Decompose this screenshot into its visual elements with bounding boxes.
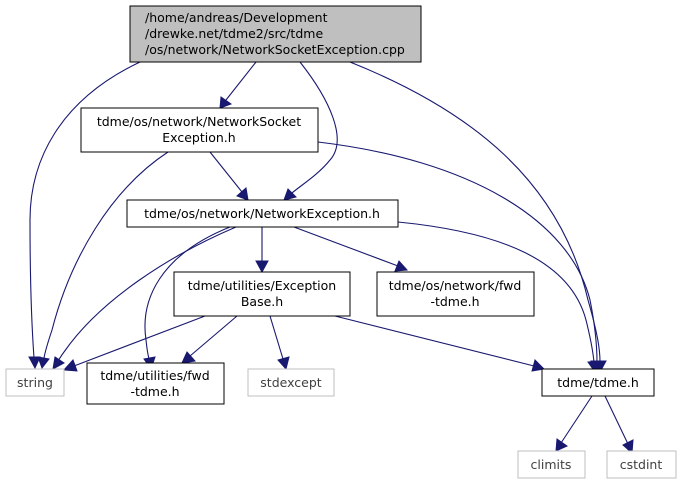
edge-root-to-network-socket-exception-h [219,61,257,109]
node-exception-base-h-line-1: tdme/utilities/Exception [188,278,336,293]
edge-root-to-string [28,61,141,370]
node-stdexcept: stdexcept [247,368,335,397]
node-network-exception-h-label: tdme/os/network/NetworkException.h [144,206,380,221]
node-network-socket-exception-h-line-2: Exception.h [162,130,235,145]
node-utilities-fwd-tdme-h[interactable]: tdme/utilities/fwd -tdme.h [86,362,225,405]
edge-network-exception-h-to-string [52,226,237,370]
edge-network-socket-exception-h-to-tdme-h [317,141,604,374]
node-network-exception-h[interactable]: tdme/os/network/NetworkException.h [126,199,399,228]
node-cstdint-label: cstdint [620,457,663,472]
edge-tdme-h-to-climits [555,395,593,452]
node-stdexcept-label: stdexcept [260,375,321,390]
edge-network-socket-exception-h-to-string [37,151,169,370]
edge-root-to-network-exception-h [283,61,338,201]
node-exception-base-h[interactable]: tdme/utilities/Exception Base.h [173,271,351,317]
node-utilities-fwd-tdme-h-line-1: tdme/utilities/fwd [100,368,209,383]
node-network-fwd-tdme-h-line-2: -tdme.h [430,294,479,309]
edge-network-socket-exception-h-to-network-exception-h [209,151,249,201]
node-tdme-h[interactable]: tdme/tdme.h [541,368,655,397]
edge-network-exception-h-to-tdme-h [397,221,601,374]
node-root-line-1: /home/andreas/Development [145,10,328,25]
edge-exception-base-h-to-tdme-h [334,315,546,372]
node-string-label: string [17,375,53,390]
node-utilities-fwd-tdme-h-line-2: -tdme.h [130,384,179,399]
edge-exception-base-h-to-stdexcept [269,315,290,371]
node-network-socket-exception-h-line-1: tdme/os/network/NetworkSocket [97,114,301,129]
graph-nodes: /home/andreas/Development /drewke.net/td… [5,5,677,479]
node-climits-label: climits [531,457,572,472]
node-network-fwd-tdme-h-line-1: tdme/os/network/fwd [389,278,522,293]
node-tdme-h-label: tdme/tdme.h [557,375,639,390]
node-climits: climits [517,450,586,479]
node-string: string [5,368,65,397]
node-network-socket-exception-h[interactable]: tdme/os/network/NetworkSocket Exception.… [80,107,319,153]
node-cstdint: cstdint [606,450,677,479]
node-exception-base-h-line-2: Base.h [241,294,283,309]
graph-edges [28,61,634,455]
node-network-fwd-tdme-h[interactable]: tdme/os/network/fwd -tdme.h [376,271,535,317]
edge-network-exception-h-to-exception-base-h [255,227,269,274]
edge-exception-base-h-to-utilities-fwd-tdme-h [181,315,238,364]
node-root-file: /home/andreas/Development /drewke.net/td… [129,5,422,63]
edge-network-exception-h-to-network-fwd-tdme-h [293,226,409,272]
node-root-line-2: /drewke.net/tdme2/src/tdme [145,26,323,41]
edge-exception-base-h-to-string [62,315,206,372]
edge-tdme-h-to-cstdint [604,395,634,455]
node-root-line-3: /os/network/NetworkSocketException.cpp [145,42,405,57]
